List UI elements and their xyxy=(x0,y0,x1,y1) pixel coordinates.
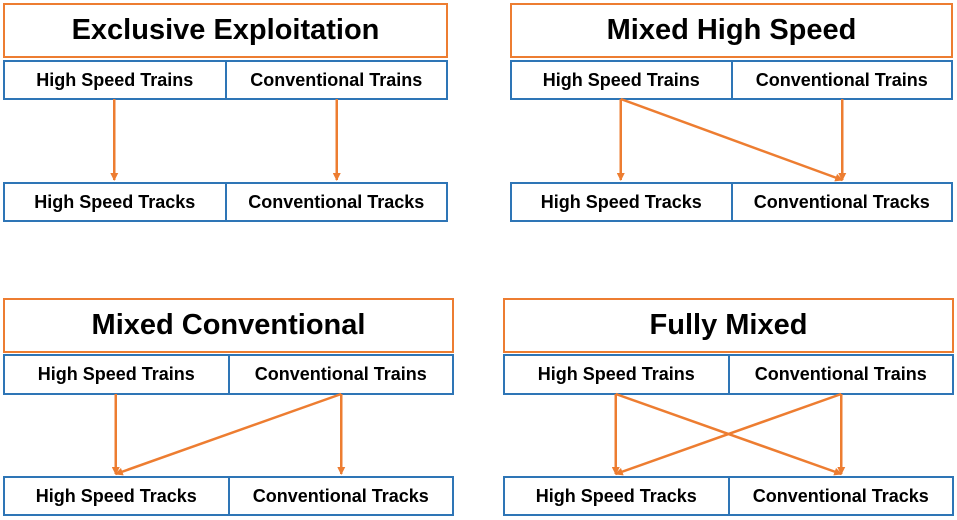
tracks-row: High Speed Tracks Conventional Tracks xyxy=(503,476,954,516)
panel-mixed-conventional: Mixed Conventional High Speed Trains Con… xyxy=(3,298,454,516)
conventional-tracks-box: Conventional Tracks xyxy=(224,184,447,220)
high-speed-trains-box: High Speed Trains xyxy=(542,69,700,90)
connector-arrows xyxy=(111,392,346,476)
conventional-trains-box: Conventional Trains xyxy=(730,62,952,98)
conventional-trains-box: Conventional Trains xyxy=(227,356,453,393)
arrow-hs-trains-to-conv-tracks xyxy=(620,97,844,182)
high-speed-tracks-box: High Speed Tracks xyxy=(35,485,197,506)
arrow-conv-trains-to-hs-tracks xyxy=(114,392,342,476)
connector-arrows xyxy=(611,392,846,476)
panel-fully-mixed: Fully Mixed High Speed Trains Convention… xyxy=(503,298,954,516)
high-speed-tracks-box: High Speed Tracks xyxy=(540,191,702,212)
conventional-trains-box: Conventional Trains xyxy=(727,356,953,393)
conventional-trains-box: Conventional Trains xyxy=(224,62,447,98)
trains-row: High Speed Trains Conventional Trains xyxy=(3,354,454,395)
panel-mixed-high-speed: Mixed High Speed High Speed Trains Conve… xyxy=(510,3,953,222)
panel-exclusive-exploitation: Exclusive Exploitation High Speed Trains… xyxy=(3,3,448,222)
high-speed-trains-box: High Speed Trains xyxy=(36,69,194,90)
high-speed-trains-box: High Speed Trains xyxy=(537,364,695,384)
high-speed-trains-box: High Speed Trains xyxy=(37,364,195,384)
conventional-tracks-box: Conventional Tracks xyxy=(730,184,952,220)
tracks-row: High Speed Tracks Conventional Tracks xyxy=(510,182,953,222)
trains-row: High Speed Trains Conventional Trains xyxy=(503,354,954,395)
arrow-conv-trains-to-hs-tracks xyxy=(614,392,842,476)
panel-title: Mixed Conventional xyxy=(3,298,454,353)
trains-row: High Speed Trains Conventional Trains xyxy=(3,60,448,100)
connector-arrows xyxy=(110,99,341,181)
trains-row: High Speed Trains Conventional Trains xyxy=(510,60,953,100)
panel-title: Exclusive Exploitation xyxy=(3,3,448,58)
conventional-tracks-box: Conventional Tracks xyxy=(227,478,453,514)
high-speed-tracks-box: High Speed Tracks xyxy=(34,191,196,212)
panel-title: Fully Mixed xyxy=(503,298,954,353)
tracks-row: High Speed Tracks Conventional Tracks xyxy=(3,476,454,516)
tracks-row: High Speed Tracks Conventional Tracks xyxy=(3,182,448,222)
connector-arrows xyxy=(616,97,847,182)
high-speed-tracks-box: High Speed Tracks xyxy=(535,485,697,506)
conventional-tracks-box: Conventional Tracks xyxy=(727,478,953,514)
panel-title: Mixed High Speed xyxy=(510,3,953,58)
